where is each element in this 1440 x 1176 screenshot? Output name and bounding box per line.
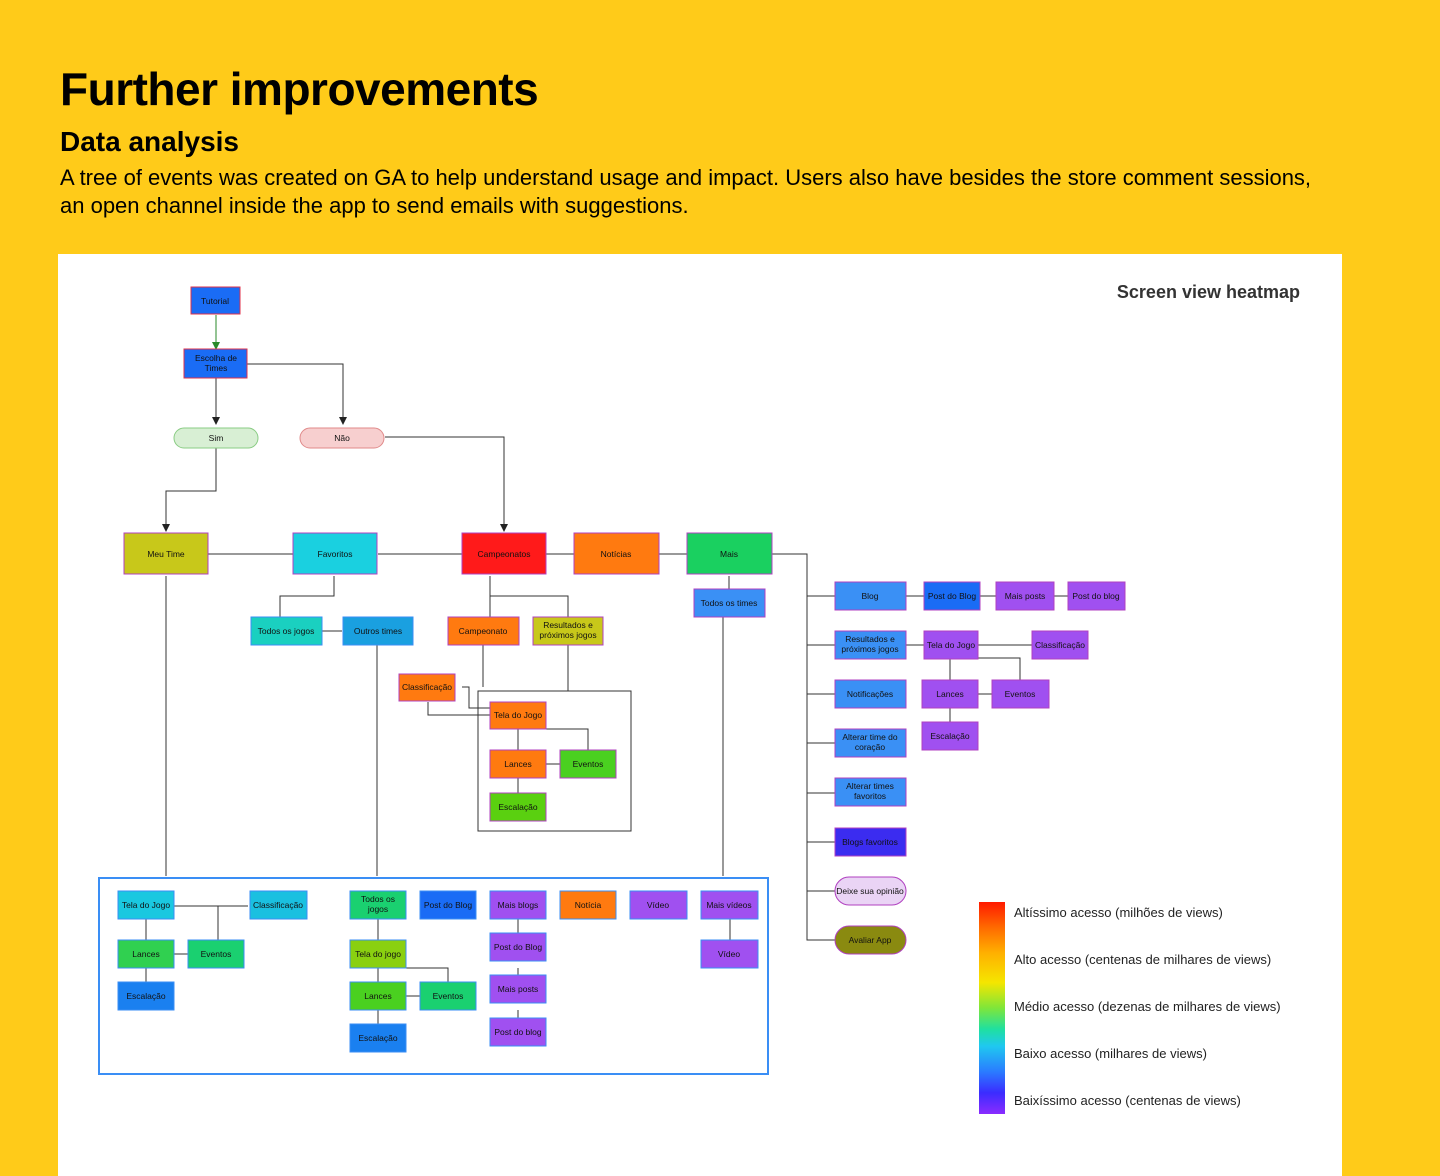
node-eventos-mais: Eventos	[1005, 689, 1036, 699]
legend-medium: Médio acesso (dezenas de milhares de vie…	[1014, 999, 1281, 1014]
node-classificacao-bottom: Classificação	[253, 900, 303, 910]
node-post-do-blog-bottom-3: Post do blog	[494, 1027, 542, 1037]
legend-very-low: Baixíssimo acesso (centenas de views)	[1014, 1093, 1241, 1108]
node-eventos: Eventos	[573, 759, 604, 769]
node-tela-do-jogo-bottom: Tela do Jogo	[122, 900, 170, 910]
node-escalacao: Escalação	[498, 802, 537, 812]
node-nao: Não	[334, 433, 350, 443]
node-mais: Mais	[720, 549, 738, 559]
node-post-do-blog-bottom: Post do Blog	[424, 900, 472, 910]
node-video-1: Vídeo	[647, 900, 669, 910]
node-lances: Lances	[504, 759, 531, 769]
node-deixe-opiniao: Deixe sua opinião	[836, 886, 904, 896]
node-lances-mais: Lances	[936, 689, 963, 699]
node-mais-posts-bottom: Mais posts	[498, 984, 539, 994]
shared-screens-group	[98, 877, 769, 1075]
heatmap-legend-gradient	[979, 902, 1005, 1114]
node-video-2: Vídeo	[718, 949, 740, 959]
node-blog: Blog	[861, 591, 878, 601]
page-title: Further improvements	[60, 63, 539, 115]
node-avaliar-app: Avaliar App	[849, 935, 892, 945]
node-noticias: Notícias	[601, 549, 632, 559]
node-todos-os-jogos: Todos os jogos	[258, 626, 315, 636]
node-escalacao-bottom: Escalação	[126, 991, 165, 1001]
node-outros-times: Outros times	[354, 626, 402, 636]
node-meu-time: Meu Time	[147, 549, 185, 559]
node-blogs-favoritos: Blogs favoritos	[842, 837, 898, 847]
node-lances-bottom: Lances	[132, 949, 159, 959]
node-campeonatos: Campeonatos	[478, 549, 531, 559]
node-classificacao: Classificação	[402, 682, 452, 692]
node-eventos-bottom-2: Eventos	[433, 991, 464, 1001]
node-campeonato: Campeonato	[459, 626, 508, 636]
node-favoritos: Favoritos	[318, 549, 353, 559]
node-post-do-blog-1: Post do Blog	[928, 591, 976, 601]
node-tela-do-jogo: Tela do Jogo	[494, 710, 542, 720]
node-todos-os-times: Todos os times	[701, 598, 758, 608]
node-escalacao-mais: Escalação	[930, 731, 969, 741]
node-notificacoes: Notificações	[847, 689, 893, 699]
node-post-do-blog-2: Post do blog	[1072, 591, 1120, 601]
heatmap-title: Screen view heatmap	[1116, 282, 1300, 302]
node-eventos-bottom: Eventos	[201, 949, 232, 959]
legend-very-high: Altíssimo acesso (milhões de views)	[1014, 905, 1223, 920]
node-lances-bottom-2: Lances	[364, 991, 391, 1001]
node-tela-do-jogo-mais: Tela do Jogo	[927, 640, 975, 650]
node-classificacao-mais: Classificação	[1035, 640, 1085, 650]
node-tela-do-jogo-lower: Tela do jogo	[355, 949, 401, 959]
heatmap-panel: Screen view heatmap	[58, 254, 1342, 1176]
game-screen-group	[477, 690, 632, 832]
node-noticia: Notícia	[575, 900, 602, 910]
section-description: A tree of events was created on GA to he…	[60, 165, 1312, 218]
legend-low: Baixo acesso (milhares de views)	[1014, 1046, 1207, 1061]
node-mais-videos: Mais vídeos	[706, 900, 751, 910]
connectors	[145, 315, 1068, 1024]
node-mais-posts-1: Mais posts	[1005, 591, 1046, 601]
section-subtitle: Data analysis	[60, 126, 239, 157]
node-escalacao-bottom-2: Escalação	[358, 1033, 397, 1043]
node-sim: Sim	[209, 433, 224, 443]
node-tutorial: Tutorial	[201, 296, 229, 306]
node-post-do-blog-bottom-2: Post do Blog	[494, 942, 542, 952]
legend-high: Alto acesso (centenas de milhares de vie…	[1014, 952, 1272, 967]
node-mais-blogs: Mais blogs	[498, 900, 539, 910]
